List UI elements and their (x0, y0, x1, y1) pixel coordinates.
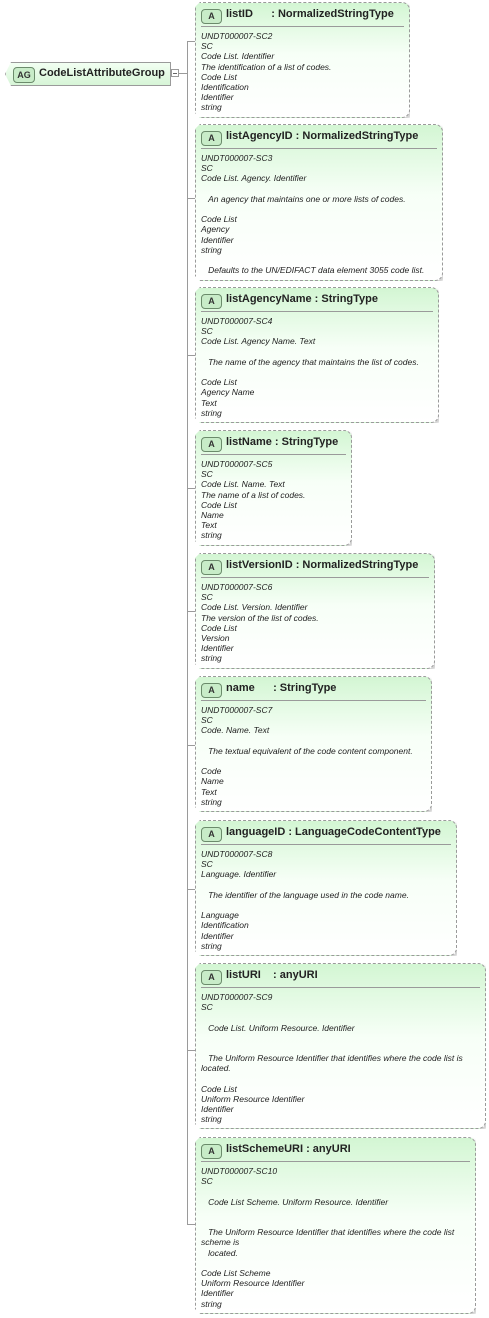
attribute-header: listAgencyName : StringType (226, 293, 378, 305)
attribute-details: UNDT000007-SC4 SC Code List. Agency Name… (201, 316, 419, 418)
attribute-details: UNDT000007-SC2 SC Code List. Identifier … (201, 31, 332, 113)
attribute-header: listURI : anyURI (226, 969, 318, 981)
attribute-badge: A (201, 1144, 222, 1159)
attribute-badge: A (201, 827, 222, 842)
attribute-box-listschemeuri[interactable]: A listSchemeURI : anyURI UNDT000007-SC10… (195, 1137, 476, 1314)
attribute-divider (201, 700, 426, 701)
attribute-group-title: CodeListAttributeGroup (39, 67, 165, 79)
collapse-toggle[interactable] (171, 69, 179, 77)
attribute-divider (201, 311, 433, 312)
attribute-box-languageid[interactable]: A languageID : LanguageCodeContentType U… (195, 820, 457, 956)
attribute-badge: A (201, 560, 222, 575)
attribute-group-badge: AG (13, 67, 35, 83)
attribute-badge: A (201, 683, 222, 698)
attribute-header: listName : StringType (226, 436, 339, 448)
attribute-box-listuri[interactable]: A listURI : anyURI UNDT000007-SC9 SC Cod… (195, 963, 486, 1129)
attribute-header: listAgencyID : NormalizedStringType (226, 130, 419, 142)
attribute-box-listid[interactable]: A listID : NormalizedStringType UNDT0000… (195, 2, 410, 118)
attribute-badge: A (201, 437, 222, 452)
attribute-details: UNDT000007-SC5 SC Code List. Name. Text … (201, 459, 306, 541)
connector-attr-7 (187, 889, 195, 890)
connector-attr-5 (187, 611, 195, 612)
attribute-badge: A (201, 131, 222, 146)
attribute-box-name[interactable]: A name : StringType UNDT000007-SC7 SC Co… (195, 676, 432, 812)
attribute-divider (201, 844, 451, 845)
attribute-divider (201, 148, 437, 149)
connector-attr-3 (187, 355, 195, 356)
connector-spine (187, 41, 188, 1224)
attribute-badge: A (201, 970, 222, 985)
attribute-details: UNDT000007-SC6 SC Code List. Version. Id… (201, 582, 319, 664)
attribute-divider (201, 454, 346, 455)
attribute-header: listVersionID : NormalizedStringType (226, 559, 419, 571)
attribute-badge: A (201, 294, 222, 309)
attribute-divider (201, 577, 429, 578)
attribute-details: UNDT000007-SC10 SC Code List Scheme. Uni… (201, 1166, 455, 1309)
connector-attr-6 (187, 745, 195, 746)
attribute-divider (201, 26, 404, 27)
attribute-box-listname[interactable]: A listName : StringType UNDT000007-SC5 S… (195, 430, 352, 546)
attribute-header: languageID : LanguageCodeContentType (226, 826, 441, 838)
attribute-details: UNDT000007-SC7 SC Code. Name. Text The t… (201, 705, 413, 807)
attribute-header: listSchemeURI : anyURI (226, 1143, 351, 1155)
attribute-details: UNDT000007-SC9 SC Code List. Uniform Res… (201, 992, 463, 1125)
connector-attr-8 (187, 1050, 195, 1051)
attribute-box-listagencyname[interactable]: A listAgencyName : StringType UNDT000007… (195, 287, 439, 423)
attribute-details: UNDT000007-SC8 SC Language. Identifier T… (201, 849, 409, 951)
attribute-group-node[interactable]: AG CodeListAttributeGroup (5, 62, 171, 86)
connector-attr-4 (187, 488, 195, 489)
attribute-header: listID : NormalizedStringType (226, 8, 394, 20)
attribute-header: name : StringType (226, 682, 337, 694)
attribute-box-listversionid[interactable]: A listVersionID : NormalizedStringType U… (195, 553, 435, 669)
connector-attr-9 (187, 1224, 195, 1225)
connector-group-to-spine (179, 73, 187, 74)
attribute-box-listagencyid[interactable]: A listAgencyID : NormalizedStringType UN… (195, 124, 443, 281)
attribute-badge: A (201, 9, 222, 24)
connector-attr-1 (187, 41, 195, 42)
attribute-divider (201, 1161, 470, 1162)
connector-attr-2 (187, 198, 195, 199)
attribute-divider (201, 987, 480, 988)
attribute-details: UNDT000007-SC3 SC Code List. Agency. Ide… (201, 153, 425, 276)
